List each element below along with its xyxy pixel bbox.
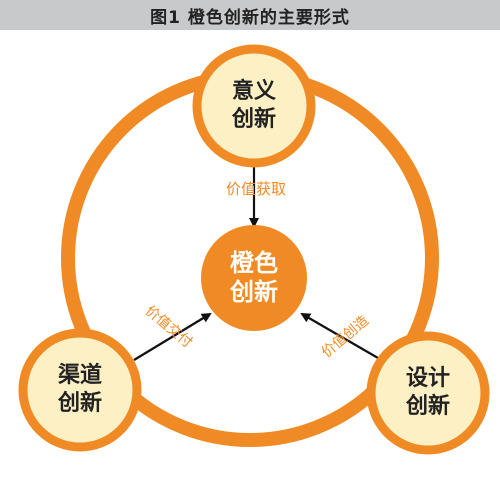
node-left: 渠道 创新 (18, 328, 142, 452)
node-center: 橙色 创新 (201, 225, 307, 331)
node-left-line1: 渠道 (58, 362, 102, 388)
figure-title: 图1 橙色创新的主要形式 (150, 7, 350, 28)
edge-label-right: 价值创造 (319, 313, 372, 361)
arrow-left-to-center (133, 312, 212, 361)
node-right-line1: 设计 (406, 366, 450, 391)
node-top-line2: 创新 (231, 106, 276, 132)
node-right-line2: 创新 (405, 393, 450, 419)
edge-label-top: 价值获取 (226, 180, 286, 198)
node-left-line2: 创新 (57, 390, 102, 416)
arrow-right-to-center (300, 312, 379, 359)
node-right: 设计 创新 (366, 331, 490, 455)
title-bar: 图1 橙色创新的主要形式 (0, 0, 500, 30)
node-center-line1: 橙色 (230, 249, 278, 277)
node-center-line2: 创新 (229, 278, 278, 306)
node-top: 意义 创新 (192, 44, 316, 168)
node-top-line1: 意义 (232, 78, 276, 104)
